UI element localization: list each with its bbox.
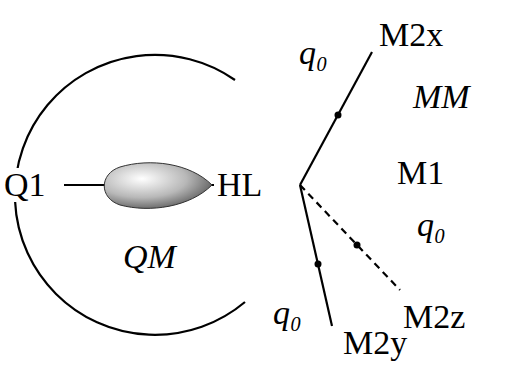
region-label: MM (412, 80, 471, 114)
m1-m2x-bond (300, 52, 372, 185)
charge-label: q₀ (416, 208, 447, 242)
atom-label: HL (216, 168, 263, 202)
m1-m2z-bond (300, 185, 400, 290)
charge-label: q₀ (298, 36, 329, 70)
region-label: QM (122, 240, 177, 274)
atom-label: M2z (402, 300, 466, 334)
charge-label: q₀ (272, 296, 303, 330)
atom-label: M1 (396, 156, 445, 190)
atom-label: M2y (342, 326, 408, 360)
charge-dot (315, 261, 322, 268)
atom-label: Q1 (3, 168, 47, 202)
charge-dot (354, 242, 361, 249)
m1-m2y-bond (300, 185, 332, 326)
hybrid-orbital-lobe (104, 163, 212, 209)
atom-label: M2x (378, 18, 444, 52)
charge-dot (335, 112, 342, 119)
qm-region-arc (15, 55, 245, 335)
